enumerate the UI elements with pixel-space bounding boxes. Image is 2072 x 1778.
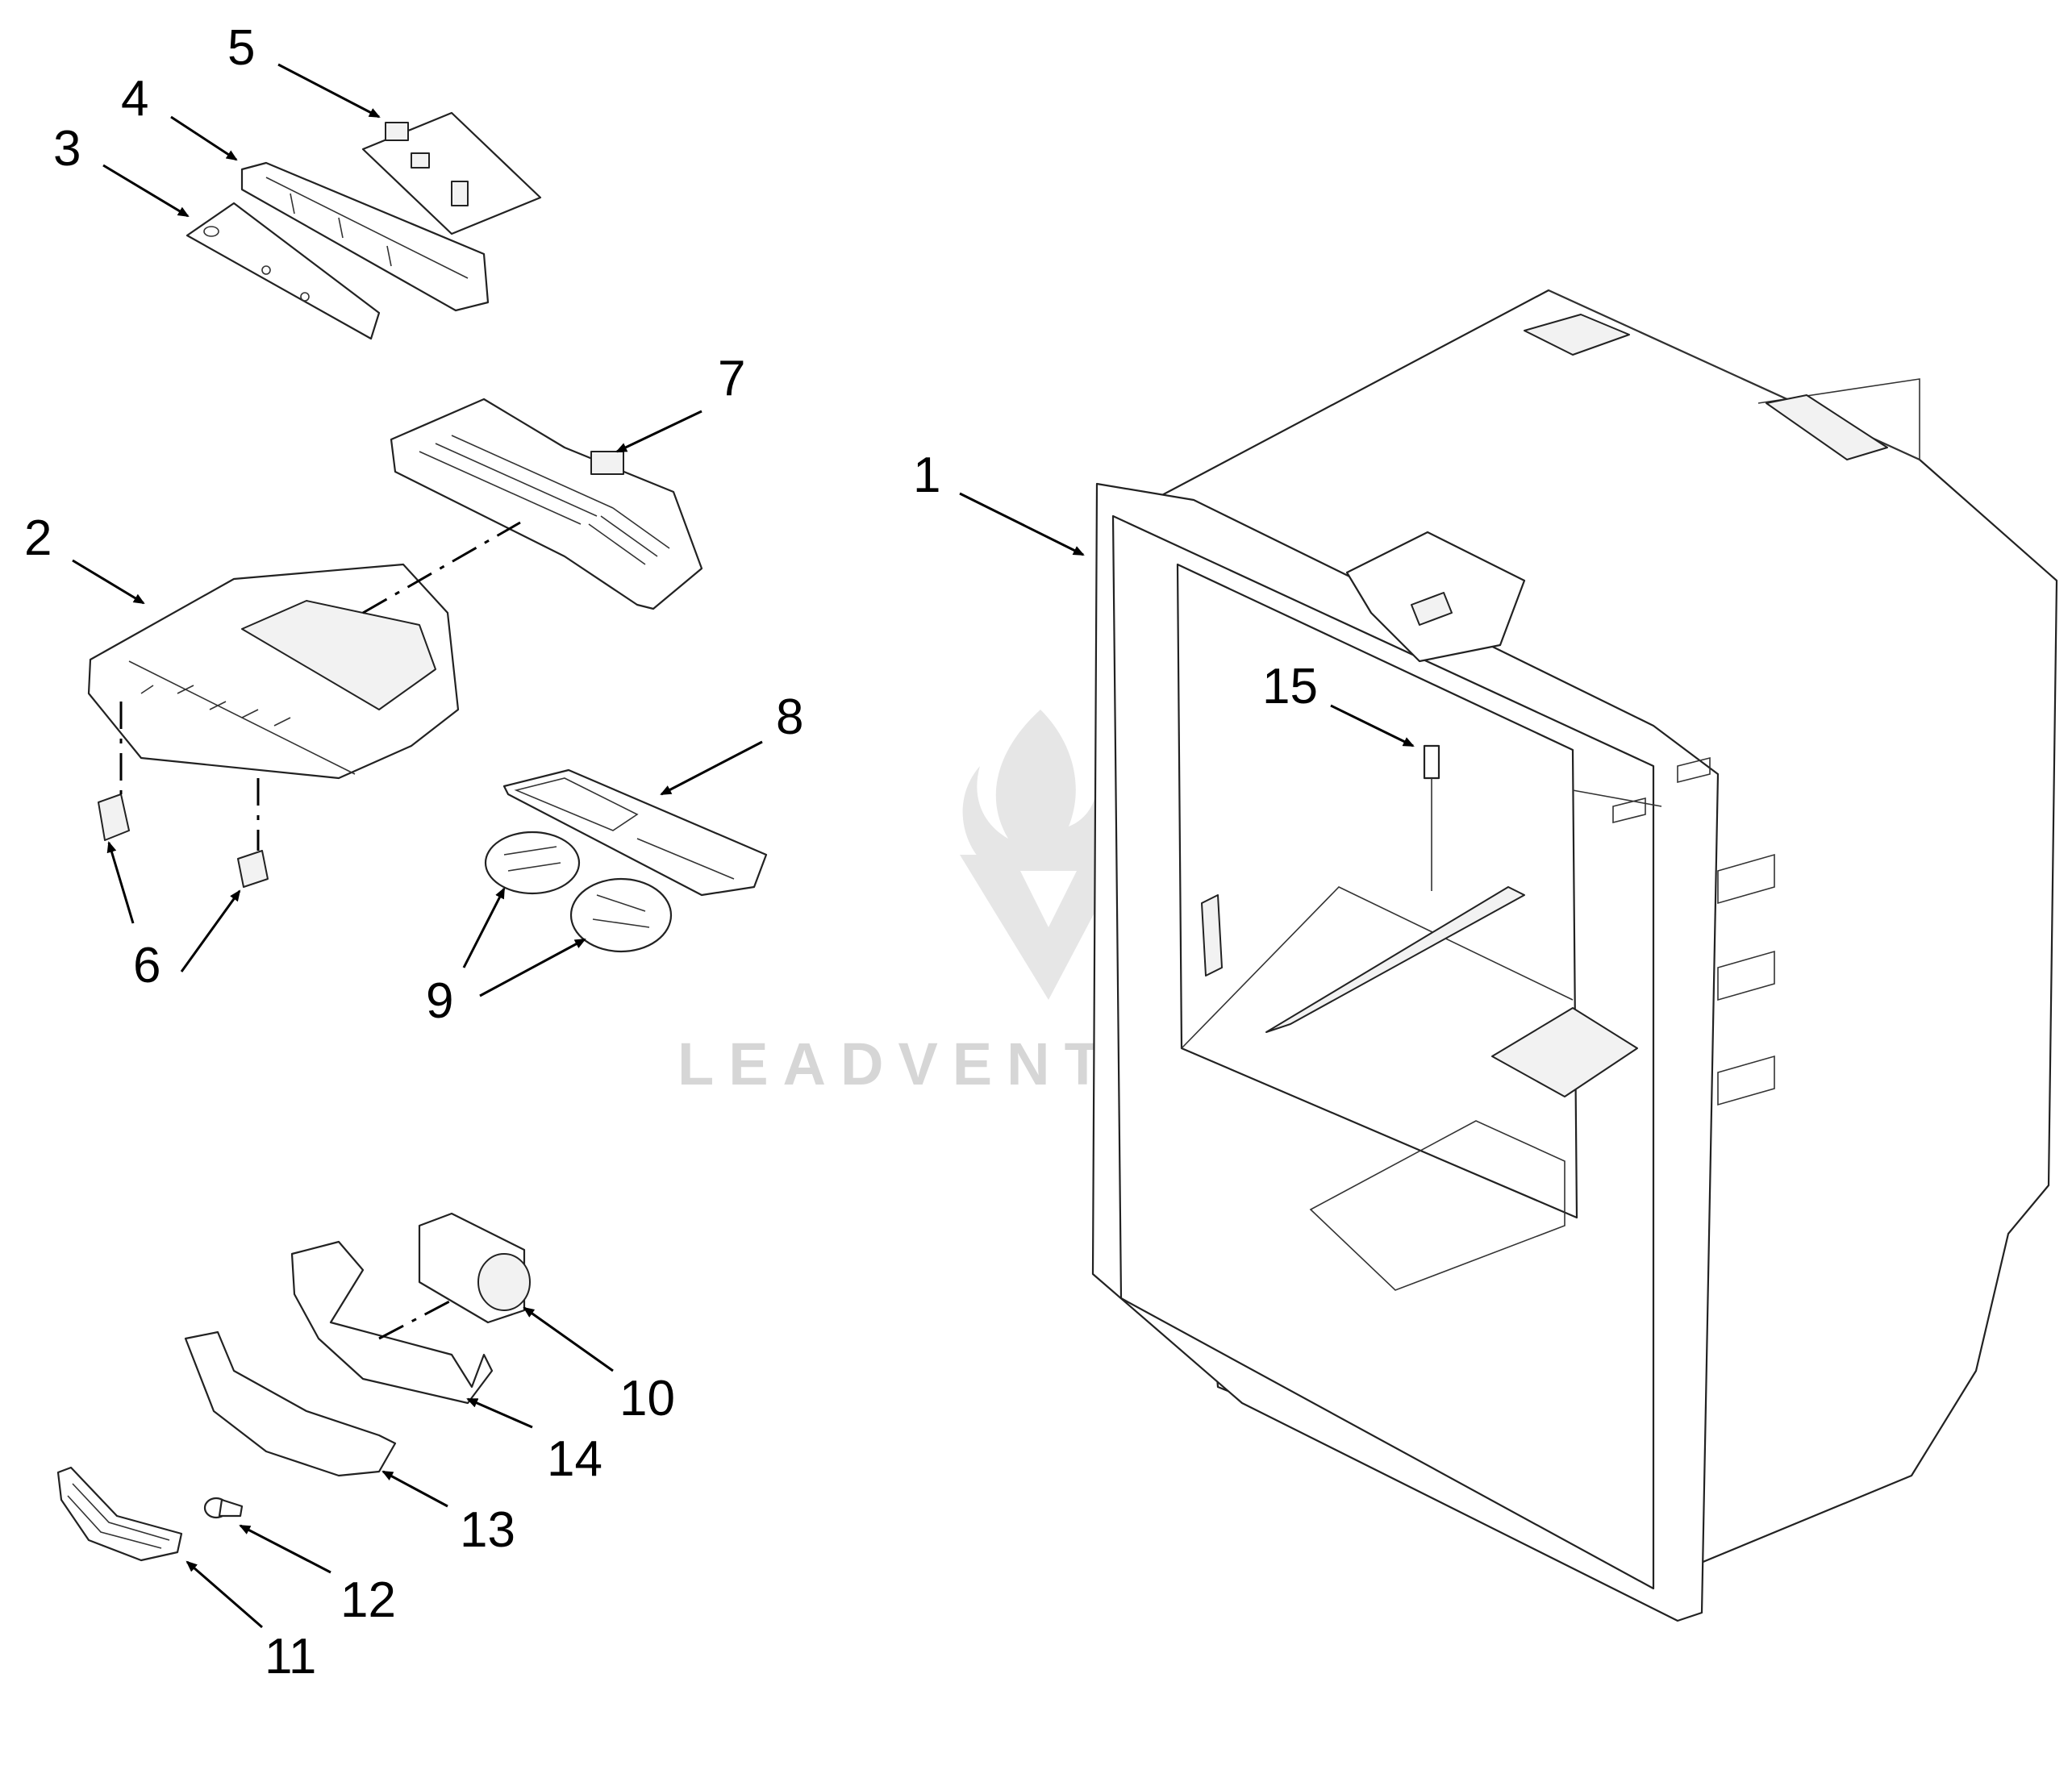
callout-8: 8 <box>776 689 803 745</box>
part-5-control-board[interactable] <box>361 111 542 235</box>
part-13-cover[interactable] <box>184 1330 397 1477</box>
part-14-housing[interactable] <box>290 1240 494 1405</box>
callout-10: 10 <box>619 1371 675 1426</box>
watermark-flame-icon <box>962 710 1118 871</box>
part-15-thermistor[interactable] <box>1423 744 1440 891</box>
part-7-air-tower-cover[interactable] <box>390 398 703 610</box>
callout-14: 14 <box>547 1431 602 1487</box>
part-3-control-overlay[interactable] <box>186 202 381 340</box>
part-4-control-bracket[interactable] <box>240 161 490 312</box>
part-9-socket-left[interactable] <box>484 831 581 895</box>
callout-3: 3 <box>53 121 81 177</box>
callout-1: 1 <box>913 448 940 503</box>
part-10-damper-control[interactable] <box>418 1212 531 1324</box>
leader-arrows <box>72 63 1415 1629</box>
part-11-grille[interactable] <box>56 1466 183 1562</box>
watermark-v-icon <box>960 855 1125 1000</box>
callout-11: 11 <box>265 1629 316 1684</box>
part-1-liner[interactable] <box>1091 289 2058 1622</box>
callout-15: 15 <box>1262 659 1318 714</box>
callout-2: 2 <box>24 510 52 566</box>
callout-13: 13 <box>460 1502 515 1558</box>
part-12-screw[interactable] <box>203 1497 244 1519</box>
part-6-switch-upper[interactable] <box>98 793 130 841</box>
callout-7: 7 <box>718 351 745 406</box>
callout-labels: 1 2 3 4 5 6 7 8 9 10 11 12 13 14 15 <box>24 20 1318 1684</box>
assembly-lines <box>119 521 521 1340</box>
part-6-switch-lower[interactable] <box>237 850 269 888</box>
part-9-socket-right[interactable] <box>569 877 673 953</box>
callout-12: 12 <box>340 1572 396 1628</box>
callout-4: 4 <box>121 71 148 127</box>
callout-9: 9 <box>426 973 453 1029</box>
callout-5: 5 <box>227 20 255 76</box>
part-2-control-housing[interactable] <box>87 563 460 780</box>
part-8-light-lens[interactable] <box>502 768 768 897</box>
callout-6: 6 <box>133 938 161 993</box>
